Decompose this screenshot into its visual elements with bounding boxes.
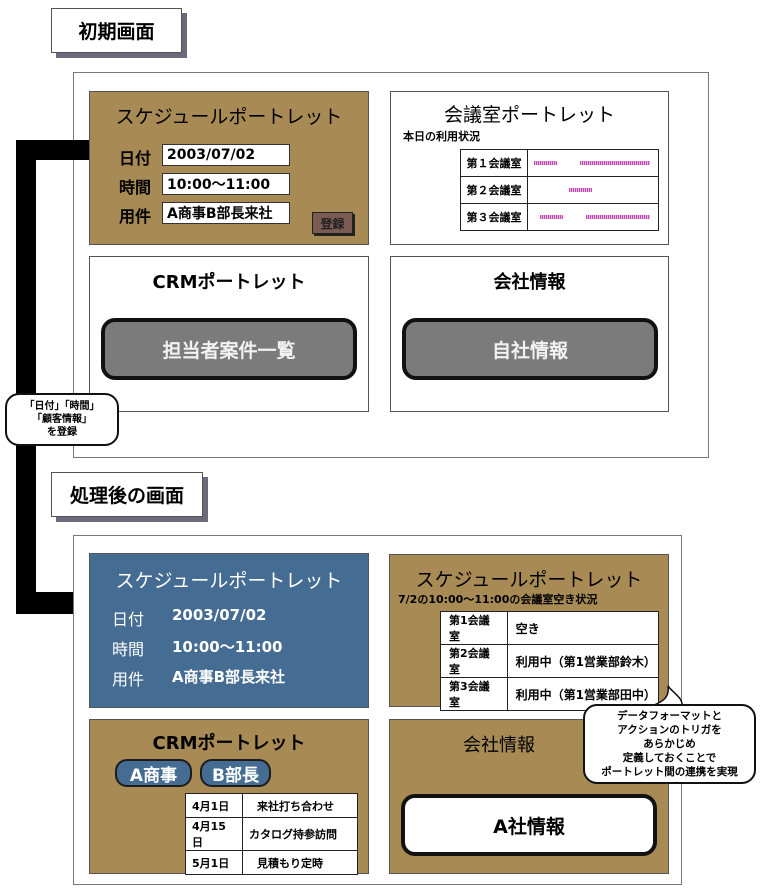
- register-flow-arrow: [16, 140, 106, 626]
- crm-history-table: 4月1日 来社打ち合わせ 4月15日 カタログ持参訪問 5月1日 見積もり定時: [185, 793, 358, 875]
- portlet-title: 会社情報: [463, 735, 535, 756]
- room-status-subtitle: 7/2の10:00〜11:00の会議室空き状況: [398, 593, 598, 606]
- history-event: カタログ持参訪問: [242, 817, 358, 851]
- integration-callout: データフォーマットと アクションのトリガを あらかじめ 定義しておくことで ポー…: [583, 704, 756, 784]
- table-row: 4月1日 来社打ち合わせ: [185, 793, 358, 818]
- room-timeline: [527, 149, 659, 177]
- subject-label: 用件: [119, 207, 152, 226]
- portlet-title: CRMポートレット: [152, 272, 306, 293]
- meeting-room-portlet: 会議室ポートレット 本日の利用状況 第１会議室 第２会議室 第３会議室: [390, 91, 669, 245]
- subject-value: A商事B部長来社: [172, 668, 286, 686]
- time-value: 10:00〜11:00: [172, 638, 283, 656]
- after-screen-label: 処理後の画面: [51, 472, 203, 517]
- register-note: 「日付」「時間」 「顧客情報」 を登録: [5, 393, 119, 446]
- history-date: 5月1日: [185, 850, 243, 875]
- person-tag[interactable]: B部長: [200, 759, 271, 787]
- room-status: 空き: [506, 611, 660, 645]
- portlet-title: スケジュールポートレット: [115, 106, 343, 128]
- room-name: 第2会議室: [440, 644, 508, 678]
- subject-label: 用件: [112, 670, 145, 689]
- portlet-title: CRMポートレット: [152, 733, 306, 754]
- room-status-table: 第1会議室 空き 第2会議室 利用中（第1営業部鈴木） 第3会議室 利用中（第1…: [440, 611, 660, 711]
- date-value: 2003/07/02: [172, 606, 267, 624]
- company-tag[interactable]: A商事: [115, 759, 192, 787]
- initial-screen-label: 初期画面: [51, 8, 182, 53]
- date-input[interactable]: 2003/07/02: [162, 144, 290, 166]
- room-name: 第１会議室: [460, 149, 528, 177]
- room-row: 第２会議室: [460, 176, 659, 204]
- portlet-title: スケジュールポートレット: [115, 570, 343, 592]
- deal-list-button[interactable]: 担当者案件一覧: [101, 318, 357, 380]
- room-name: 第３会議室: [460, 203, 528, 231]
- time-label: 時間: [119, 178, 152, 197]
- portlet-title: スケジュールポートレット: [415, 569, 643, 591]
- history-date: 4月1日: [185, 793, 243, 818]
- own-company-button[interactable]: 自社情報: [402, 318, 658, 380]
- after-schedule-portlet: スケジュールポートレット 日付 2003/07/02 時間 10:00〜11:0…: [89, 553, 369, 708]
- table-row: 5月1日 見積もり定時: [185, 850, 358, 875]
- subject-input[interactable]: A商事B部長来社: [162, 202, 290, 224]
- usage-subtitle: 本日の利用状況: [403, 130, 480, 143]
- booking-bar: [539, 215, 563, 219]
- portlet-title: 会社情報: [493, 272, 566, 293]
- room-timeline: [527, 203, 659, 231]
- date-label: 日付: [112, 610, 145, 629]
- booking-bar: [586, 215, 650, 219]
- room-status: 利用中（第1営業部鈴木）: [506, 644, 660, 678]
- room-name: 第1会議室: [440, 611, 508, 645]
- room-row: 第１会議室: [460, 149, 659, 177]
- after-company-portlet: 会社情報 A社情報: [389, 719, 669, 874]
- room-name: 第3会議室: [440, 677, 508, 711]
- booking-bar: [580, 161, 650, 165]
- history-event: 来社打ち合わせ: [242, 793, 358, 818]
- history-event: 見積もり定時: [242, 850, 358, 875]
- time-input[interactable]: 10:00〜11:00: [162, 173, 290, 195]
- booking-bar: [534, 161, 558, 165]
- room-row: 第３会議室: [460, 203, 659, 231]
- initial-schedule-portlet: スケジュールポートレット 日付 2003/07/02 時間 10:00〜11:0…: [89, 91, 369, 245]
- initial-crm-portlet: CRMポートレット 担当者案件一覧: [89, 256, 369, 412]
- register-button[interactable]: 登録: [312, 212, 353, 234]
- callout-tail: [647, 685, 683, 709]
- booking-bar: [568, 188, 592, 192]
- history-date: 4月15日: [185, 817, 243, 851]
- after-crm-portlet: CRMポートレット A商事 B部長 4月1日 来社打ち合わせ 4月15日 カタロ…: [89, 719, 369, 875]
- time-label: 時間: [112, 640, 145, 659]
- initial-company-portlet: 会社情報 自社情報: [390, 256, 669, 412]
- room-status-portlet: スケジュールポートレット 7/2の10:00〜11:00の会議室空き状況 第1会…: [389, 554, 669, 711]
- room-usage-table: 第１会議室 第２会議室 第３会議室: [460, 149, 659, 231]
- table-row: 第1会議室 空き: [440, 611, 660, 645]
- table-row: 4月15日 カタログ持参訪問: [185, 817, 358, 851]
- portlet-title: 会議室ポートレット: [443, 104, 615, 126]
- table-row: 第2会議室 利用中（第1営業部鈴木）: [440, 644, 660, 678]
- date-label: 日付: [119, 149, 152, 168]
- a-company-info-button[interactable]: A社情報: [401, 794, 657, 856]
